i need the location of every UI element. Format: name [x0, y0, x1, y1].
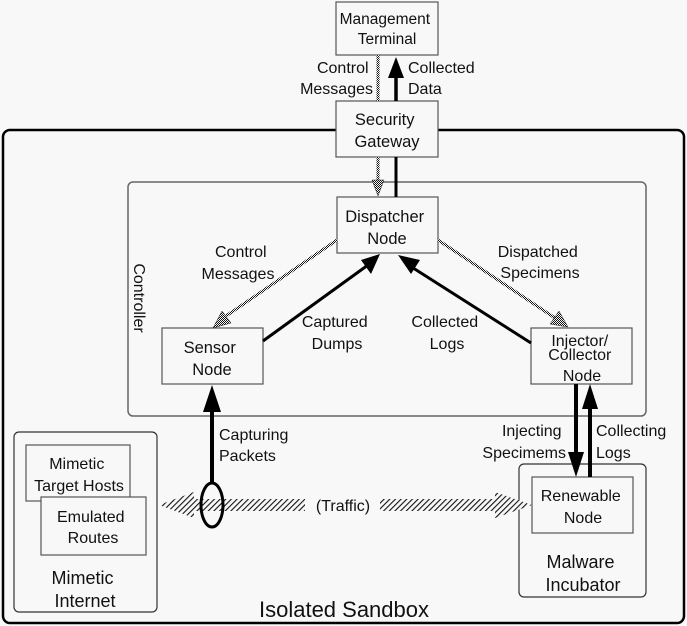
management-terminal-label: Management Terminal: [340, 11, 435, 48]
captured-dumps-arrowhead-icon: [361, 254, 380, 274]
security-gateway-node[interactable]: [335, 100, 439, 158]
injector-collector-node-label: Injector/ Collector Node: [548, 333, 616, 385]
emulated-routes-node[interactable]: [40, 496, 147, 556]
gateway-control-arrowhead-icon: [371, 179, 385, 197]
traffic-label: (Traffic): [316, 498, 370, 515]
sensor-node[interactable]: [161, 327, 264, 385]
capturing-packets-label: Capturing Packets: [219, 427, 293, 465]
isolated-sandbox-label: Isolated Sandbox: [259, 597, 429, 622]
mimetic-internet-label: Mimetic Internet: [51, 568, 118, 611]
dispatched-specimens-label: Dispatched Specimens: [498, 244, 583, 282]
collecting-logs-label: Collecting Logs: [596, 423, 671, 462]
security-gateway-label: Security Gateway: [354, 111, 420, 151]
dispatcher-to-sensor-line: [225, 238, 338, 318]
collected-logs-line: [409, 264, 532, 345]
management-terminal-node[interactable]: [335, 1, 439, 56]
mimetic-internet-container: [13, 431, 158, 613]
malware-incubator-label: Malware Incubator: [545, 552, 620, 595]
traffic-band-left: [185, 499, 305, 511]
injecting-specimens-arrowhead-icon: [568, 452, 584, 477]
collected-logs-arrowhead-icon: [398, 255, 420, 274]
dispatched-specimens-line: [437, 238, 556, 320]
collecting-logs-arrowhead-icon: [582, 384, 598, 409]
capturing-packets-arrowhead-icon: [203, 385, 221, 412]
dispatcher-node-label: Dispatcher Node: [345, 208, 428, 248]
dispatcher-to-sensor-arrowhead-icon: [212, 310, 232, 329]
emulated-routes-label: Emulated Routes: [57, 509, 129, 547]
controller-container: [127, 181, 647, 417]
controller-control-messages-label: Control Messages: [202, 244, 275, 283]
collected-data-label: Collected Data: [408, 60, 479, 98]
controller-label: Controller: [130, 263, 147, 333]
injector-collector-node[interactable]: [530, 327, 633, 385]
sensor-node-label: Sensor Node: [184, 339, 241, 379]
renewable-node-label: Renewable Node: [541, 488, 626, 527]
dispatched-specimens-arrowhead-icon: [549, 310, 569, 328]
traffic-band-right: [380, 499, 498, 511]
traffic-left-arrowhead-icon: [159, 492, 194, 518]
collected-logs-label: Collected Logs: [411, 314, 482, 353]
traffic-right-arrowhead-icon: [495, 492, 532, 518]
terminal-control-messages-label: Control Messages: [300, 60, 373, 98]
collected-data-arrowhead-icon: [388, 57, 404, 78]
captured-dumps-label: Captured Dumps: [302, 314, 372, 353]
captured-dumps-line: [262, 263, 369, 343]
mimetic-target-hosts-label: Mimetic Target Hosts: [34, 456, 124, 495]
injecting-specimens-label: Injecting Specimems: [482, 423, 566, 462]
mimetic-target-hosts-node[interactable]: [25, 444, 131, 502]
malware-incubator-container: [518, 463, 647, 598]
dispatcher-node[interactable]: [336, 196, 439, 254]
capture-tap-ellipse: [199, 481, 225, 529]
